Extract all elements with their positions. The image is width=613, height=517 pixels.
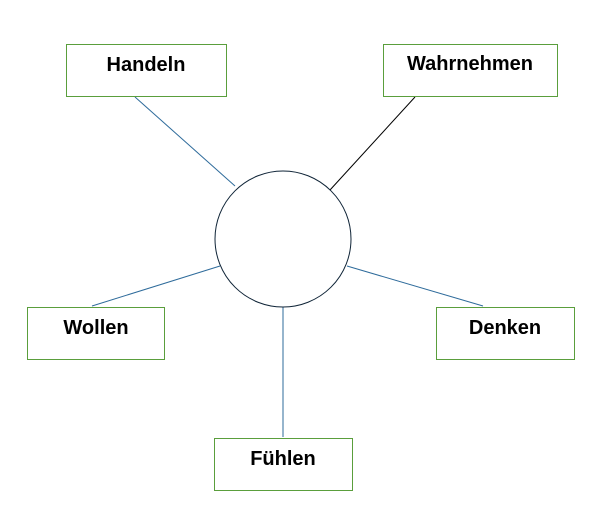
connector-wahrnehmen	[329, 96, 416, 191]
node-fuehlen-box	[214, 438, 353, 491]
node-denken-label: Denken	[469, 317, 541, 339]
connector-wollen	[91, 265, 221, 307]
connector-handeln	[134, 96, 236, 187]
node-handeln-label: Handeln	[107, 54, 186, 76]
node-handeln: Handeln	[66, 44, 227, 97]
node-fuehlen: Fühlen	[214, 438, 353, 491]
node-denken: Denken	[436, 307, 575, 360]
node-wollen-box	[27, 307, 165, 360]
center-node	[214, 170, 352, 308]
node-fuehlen-label: Fühlen	[250, 448, 316, 470]
connector-denken	[346, 265, 484, 307]
node-wollen-label: Wollen	[63, 317, 128, 339]
node-wollen: Wollen	[27, 307, 165, 360]
node-wahrnehmen-label: Wahrnehmen	[407, 53, 533, 75]
node-wahrnehmen: Wahrnehmen	[383, 44, 558, 97]
node-wahrnehmen-box	[383, 44, 558, 97]
node-denken-box	[436, 307, 575, 360]
node-handeln-box	[66, 44, 227, 97]
